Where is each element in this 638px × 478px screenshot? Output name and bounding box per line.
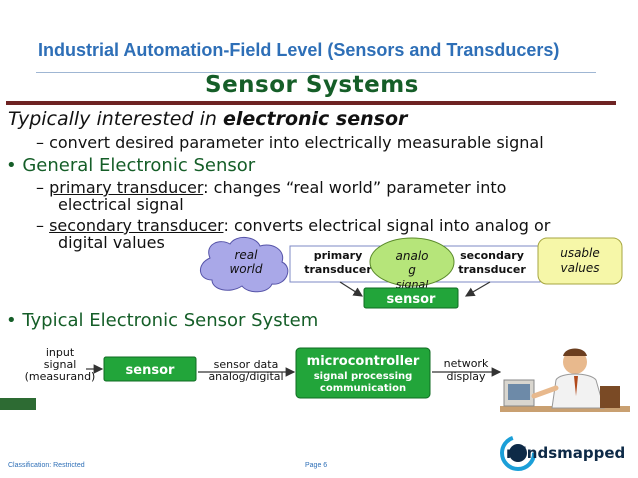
input-label-2: signal (44, 358, 77, 371)
line6-dash: – (36, 216, 50, 235)
classification-label: Classification: Restricted (8, 462, 85, 469)
line4-dash: – (36, 178, 50, 197)
logo-text: mindsmapped (506, 444, 625, 462)
mc-label-2: signal processing (314, 371, 413, 382)
sensor-box-bottom (103, 356, 197, 382)
primary-label-1: primary (314, 249, 363, 262)
mc-label-3: communication (320, 383, 406, 394)
usable-label-1: usable (560, 246, 600, 260)
analog-signal-ellipse (369, 237, 455, 287)
line4-rest: : changes “real world” parameter into (203, 178, 507, 197)
arrow-to-sensor-right (464, 281, 491, 297)
bullet-typical-system: • Typical Electronic Sensor System (6, 310, 319, 331)
text-line-1: Typically interested in electronic senso… (8, 108, 407, 130)
sensor-data-label-2: analog/digital (208, 370, 283, 383)
secondary-label-1: secondary (460, 249, 524, 262)
bullet-general-sensor: • General Electronic Sensor (6, 155, 256, 176)
text-line-5: electrical signal (58, 195, 184, 214)
network-label-1: network (444, 357, 489, 370)
secondary-transducer-term: secondary transducer (49, 216, 224, 235)
text-line-primary: – primary transducer: changes “real worl… (36, 178, 506, 197)
real-world-label-2: world (229, 262, 262, 276)
sensor-system-diagram: input signal (measurand) sensor sensor d… (25, 346, 630, 412)
analog-label-1: analo (396, 249, 429, 263)
page-number: Page 6 (305, 462, 328, 469)
text-line-secondary: – secondary transducer: converts electri… (36, 216, 550, 235)
analog-label-2: g (408, 263, 416, 277)
input-label-3: (measurand) (25, 370, 96, 383)
thumbnail-image (0, 398, 36, 410)
microcontroller-box (295, 347, 431, 399)
line1-prefix: Typically interested in (8, 108, 223, 130)
mindsmapped-logo: mindsmapped (500, 435, 625, 471)
title-divider (36, 72, 596, 73)
usable-values-box (537, 237, 623, 285)
person-at-computer-illustration (500, 348, 630, 412)
primary-transducer-term: primary transducer (49, 178, 204, 197)
text-line-2: – convert desired parameter into electri… (36, 133, 544, 152)
sensor-label-top: sensor (387, 292, 436, 307)
mc-label-1: microcontroller (307, 354, 420, 369)
network-label-2: display (446, 370, 486, 383)
primary-label-2: transducer (304, 263, 372, 276)
usable-label-2: values (560, 261, 599, 275)
sensor-box-top (363, 287, 459, 309)
general-sensor-diagram: real world primary transducer analo g si… (200, 237, 623, 309)
line6-rest: : converts electrical signal into analog… (223, 216, 551, 235)
sensor-label-bottom: sensor (126, 363, 175, 378)
line1-emphasis: electronic sensor (222, 108, 408, 130)
text-line-7: digital values (58, 233, 165, 252)
slide-heading: Sensor Systems (205, 72, 419, 98)
arrow-to-sensor-left (339, 281, 364, 297)
input-label-1: input (46, 346, 75, 359)
secondary-label-2: transducer (458, 263, 526, 276)
real-world-cloud (200, 237, 289, 293)
page-title: Industrial Automation-Field Level (Senso… (38, 40, 560, 60)
real-world-label-1: real (234, 248, 258, 262)
heading-bar (6, 101, 616, 105)
sensor-data-label-1: sensor data (214, 358, 279, 371)
